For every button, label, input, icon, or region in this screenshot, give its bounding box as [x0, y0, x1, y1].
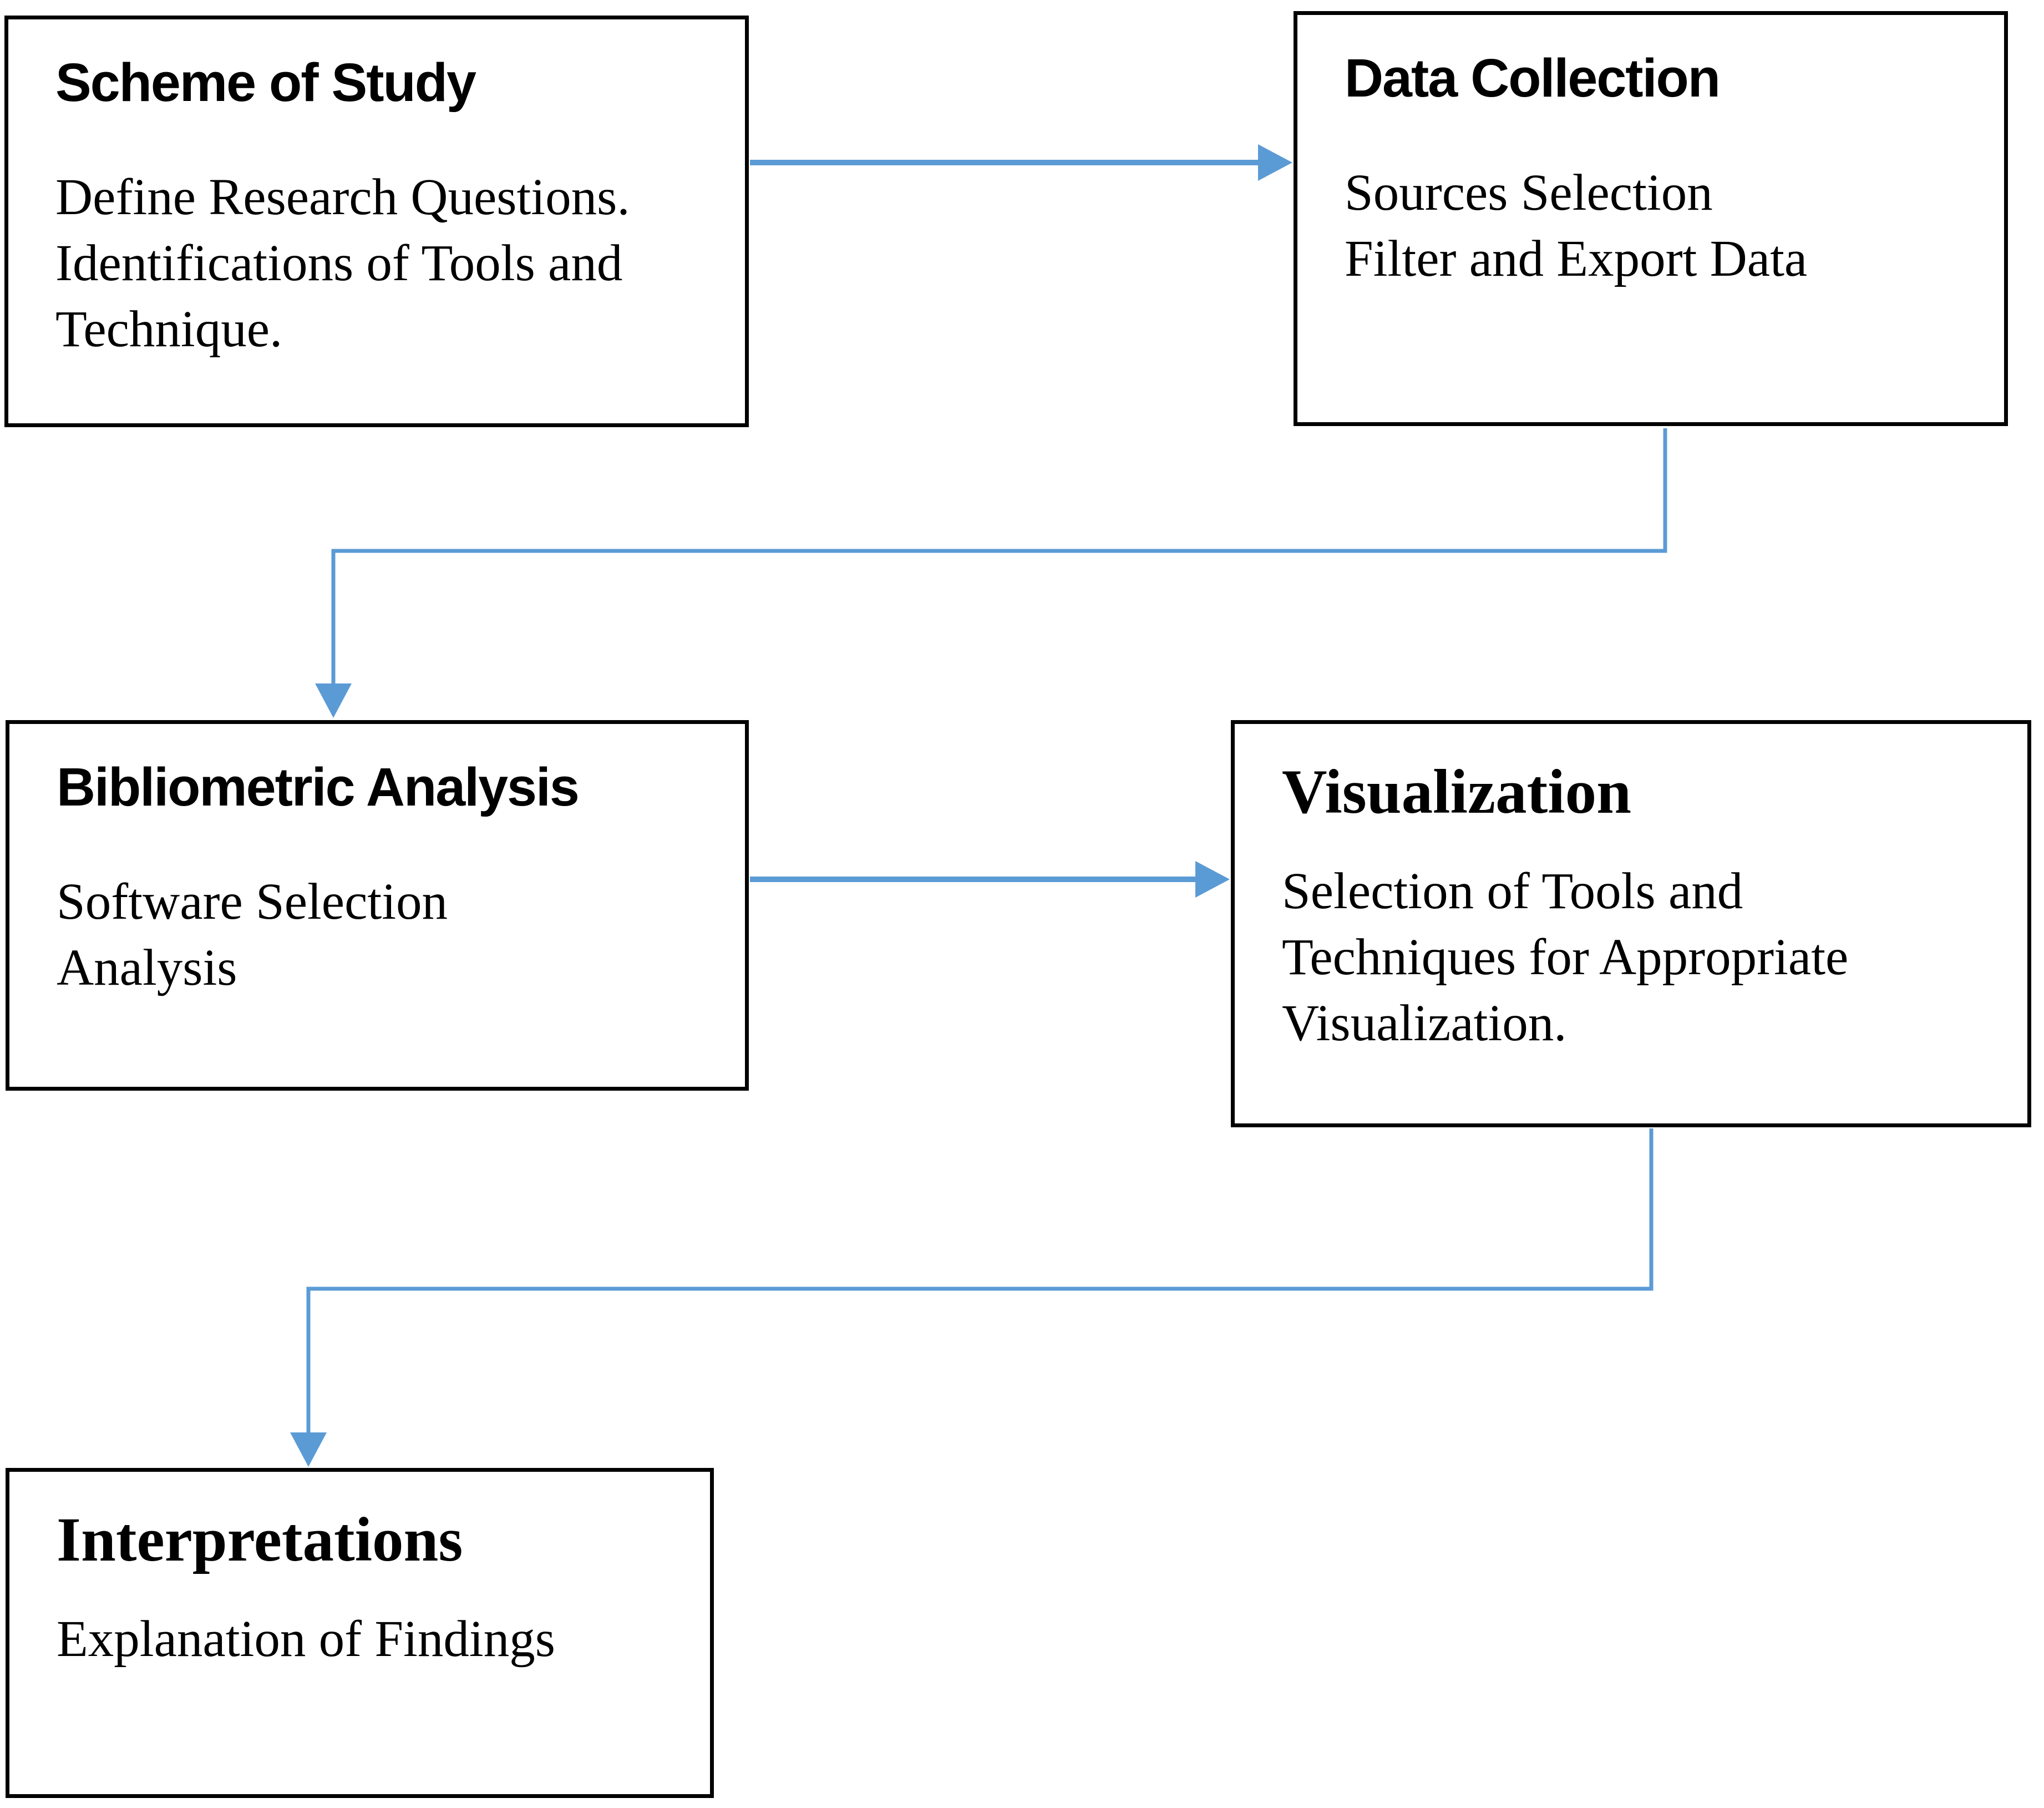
- arrow-scheme-to-data-collection: [750, 144, 1292, 181]
- connector-data-collection-to-bibliometric: [315, 428, 1667, 718]
- node-interpretations: Interpretations Explanation of Findings: [6, 1468, 714, 1798]
- connector-visualization-to-interpretations: [290, 1128, 1654, 1467]
- node-title: Bibliometric Analysis: [57, 757, 580, 817]
- node-title: Visualization: [1282, 757, 1631, 827]
- arrowhead-down-icon: [315, 683, 352, 718]
- node-title: Data Collection: [1345, 48, 1721, 108]
- node-visualization: Visualization Selection of Tools and Tec…: [1231, 720, 2031, 1127]
- node-title: Interpretations: [57, 1505, 463, 1574]
- arrowhead-down-icon: [290, 1432, 327, 1467]
- node-scheme-of-study: Scheme of Study Define Research Question…: [4, 16, 749, 427]
- node-body: Software Selection Analysis: [57, 873, 448, 996]
- node-body: Define Research Questions. Identificatio…: [55, 168, 630, 358]
- arrowhead-right-icon: [1195, 861, 1230, 898]
- node-body: Sources Selection Filter and Export Data: [1345, 164, 1808, 287]
- node-body: Selection of Tools and Techniques for Ap…: [1282, 862, 1849, 1052]
- node-body: Explanation of Findings: [57, 1610, 555, 1668]
- arrow-bibliometric-to-visualization: [750, 861, 1230, 898]
- node-data-collection: Data Collection Sources Selection Filter…: [1294, 11, 2008, 426]
- node-title: Scheme of Study: [55, 52, 476, 113]
- arrowhead-right-icon: [1258, 144, 1292, 181]
- node-bibliometric-analysis: Bibliometric Analysis Software Selection…: [6, 720, 749, 1091]
